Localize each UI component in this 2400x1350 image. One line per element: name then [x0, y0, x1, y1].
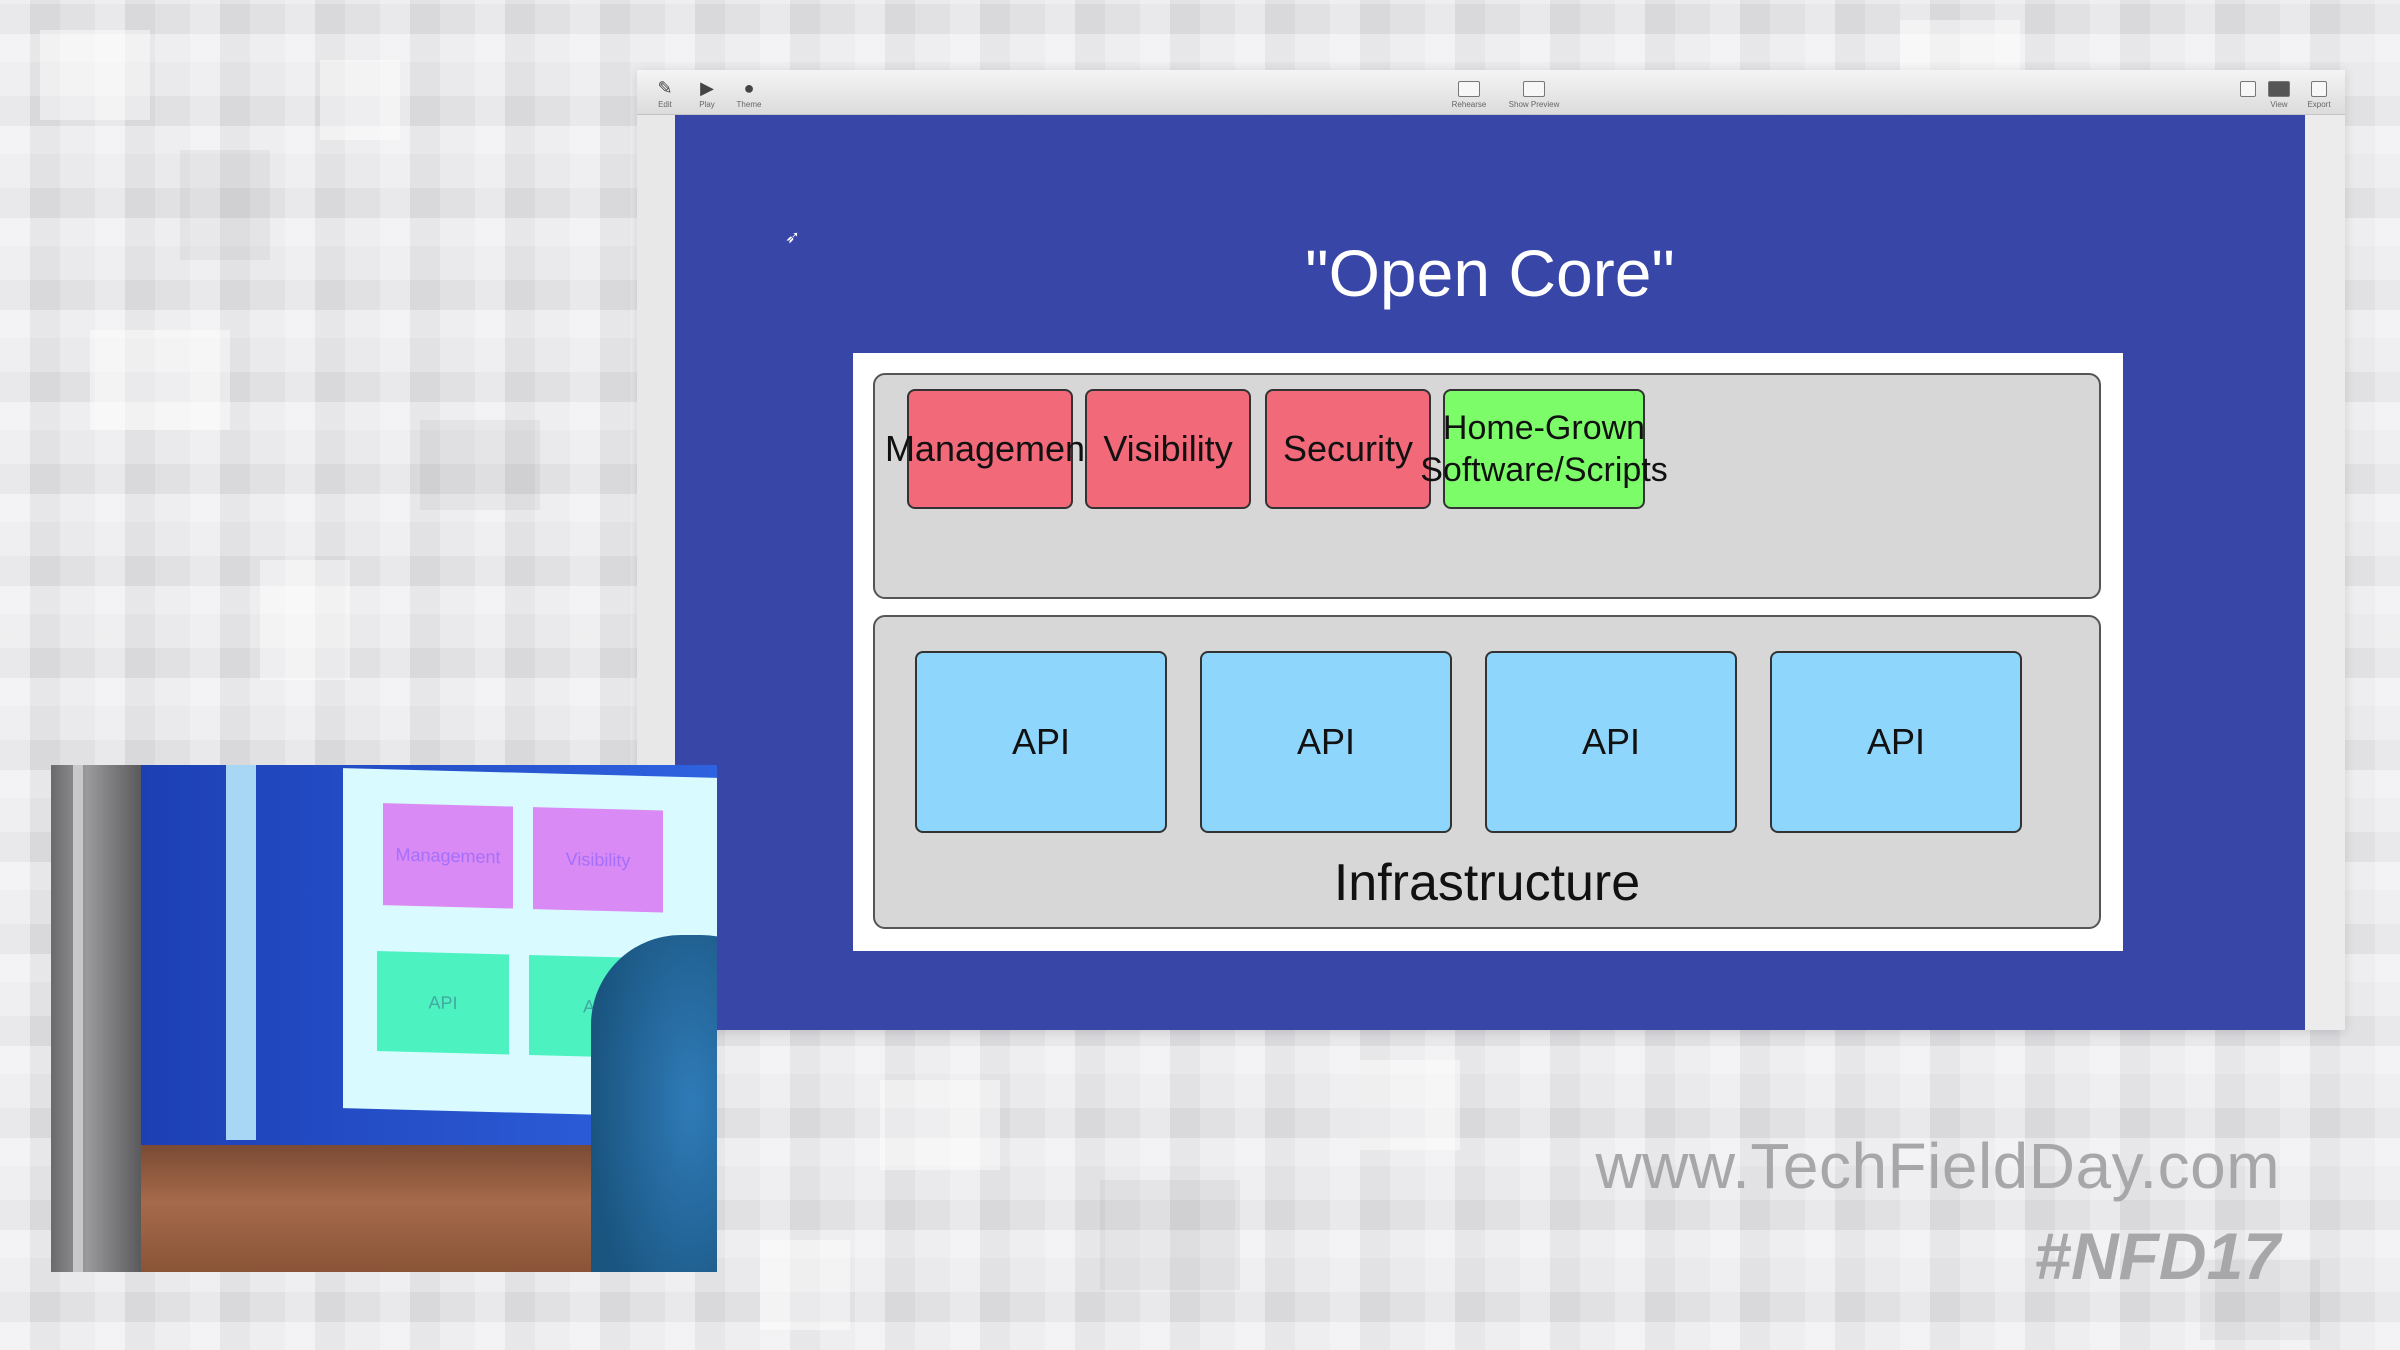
view-grid-button[interactable] — [2233, 76, 2263, 100]
rehearse-button[interactable]: Rehearse — [1443, 76, 1495, 110]
api-block-1: API — [915, 651, 1167, 833]
grid-icon — [2233, 76, 2263, 100]
slide-canvas[interactable]: ➶ "Open Core" Management Visibility Secu… — [675, 115, 2305, 1030]
visibility-block: Visibility — [1085, 389, 1251, 509]
infrastructure-layer: API API API API Infrastructure — [873, 615, 2101, 929]
play-icon: ▶ — [700, 78, 714, 98]
view-icon — [2261, 76, 2297, 100]
applications-layer: Management Visibility Security Home-Grow… — [873, 373, 2101, 599]
presenter — [591, 935, 717, 1272]
api-block-2: API — [1200, 651, 1452, 833]
edit-button[interactable]: ✎ Edit — [643, 76, 687, 110]
architecture-diagram: Management Visibility Security Home-Grow… — [853, 353, 2123, 951]
rehearse-icon — [1443, 76, 1495, 100]
slide-title: "Open Core" — [1305, 236, 1675, 310]
mouse-cursor-icon: ➶ — [785, 227, 801, 247]
play-button[interactable]: ▶ Play — [685, 76, 729, 110]
toolbar: ✎ Edit ▶ Play ● Theme Rehearse Show Prev… — [637, 70, 2345, 115]
show-preview-button[interactable]: Show Preview — [1499, 76, 1569, 110]
home-grown-scripts-block: Home-Grown Software/Scripts — [1420, 389, 1668, 509]
preview-icon — [1499, 76, 1569, 100]
keynote-window: ✎ Edit ▶ Play ● Theme Rehearse Show Prev… — [637, 70, 2345, 1030]
theme-icon: ● — [743, 78, 755, 98]
export-button[interactable]: Export — [2299, 76, 2339, 110]
view-button[interactable]: View — [2261, 76, 2297, 110]
infrastructure-label: Infrastructure — [1333, 854, 1641, 912]
theme-button[interactable]: ● Theme — [727, 76, 771, 110]
watermark-hashtag: #NFD17 — [2034, 1219, 2280, 1293]
pencil-icon: ✎ — [657, 78, 673, 98]
api-block-3: API — [1485, 651, 1737, 833]
watermark-url: www.TechFieldDay.com — [1595, 1130, 2280, 1202]
presenter-camera-feed: Management Visibility API AP — [51, 765, 717, 1272]
share-icon — [2299, 76, 2339, 100]
management-block: Management — [885, 389, 1095, 509]
security-block: Security — [1265, 389, 1431, 509]
api-block-4: API — [1770, 651, 2022, 833]
